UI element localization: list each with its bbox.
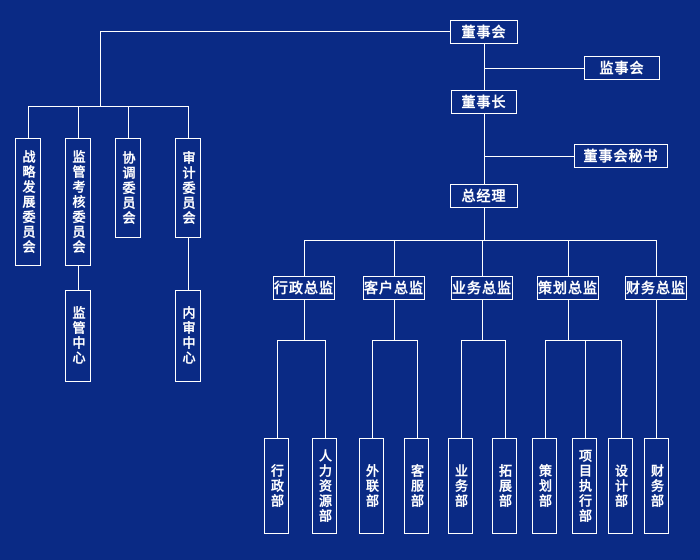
- node-audit-committee: 审计委员会: [175, 138, 201, 238]
- connector-line: [656, 300, 657, 438]
- connector-line: [482, 300, 483, 341]
- connector-line: [304, 240, 305, 276]
- connector-line: [188, 238, 189, 290]
- connector-line: [28, 106, 29, 138]
- node-finance-director: 财务总监: [625, 276, 687, 300]
- node-project-exec-dept: 项目执行部: [572, 438, 597, 534]
- connector-line: [656, 240, 657, 276]
- connector-line: [484, 44, 485, 90]
- connector-line: [505, 340, 506, 438]
- connector-line: [482, 240, 483, 276]
- connector-line: [100, 31, 101, 107]
- connector-line: [372, 340, 418, 341]
- connector-line: [372, 340, 373, 438]
- connector-line: [461, 340, 506, 341]
- node-hr-dept: 人力资源部: [312, 438, 337, 534]
- node-general-manager: 总经理: [450, 184, 518, 208]
- node-chairman: 董事长: [451, 90, 517, 114]
- node-supervision-center: 监管中心: [65, 290, 91, 382]
- node-business-dept: 业务部: [448, 438, 473, 534]
- node-supervision-committee: 监管考核委员会: [65, 138, 91, 266]
- node-board: 董事会: [450, 20, 518, 44]
- connector-line: [78, 266, 79, 290]
- connector-line: [568, 300, 569, 341]
- connector-line: [484, 68, 584, 69]
- node-planning-director: 策划总监: [537, 276, 599, 300]
- node-design-dept: 设计部: [608, 438, 633, 534]
- connector-line: [277, 340, 326, 341]
- node-admin-director: 行政总监: [273, 276, 335, 300]
- node-strategy-committee: 战略发展委员会: [15, 138, 41, 266]
- node-admin-dept: 行政部: [264, 438, 289, 534]
- connector-line: [394, 240, 395, 276]
- node-external-dept: 外联部: [359, 438, 384, 534]
- node-business-director: 业务总监: [451, 276, 513, 300]
- connector-line: [484, 156, 574, 157]
- connector-line: [417, 340, 418, 438]
- connector-line: [128, 106, 129, 138]
- connector-line: [568, 240, 569, 276]
- node-planning-dept: 策划部: [532, 438, 557, 534]
- connector-line: [325, 340, 326, 438]
- node-finance-dept: 财务部: [644, 438, 669, 534]
- connector-line: [394, 300, 395, 341]
- connector-line: [545, 340, 622, 341]
- node-customer-director: 客户总监: [363, 276, 425, 300]
- connector-line: [304, 240, 657, 241]
- node-service-dept: 客服部: [404, 438, 429, 534]
- connector-line: [304, 300, 305, 341]
- node-board-secretary: 董事会秘书: [574, 144, 668, 168]
- node-expansion-dept: 拓展部: [492, 438, 517, 534]
- connector-line: [28, 106, 189, 107]
- connector-line: [621, 340, 622, 438]
- connector-line: [277, 340, 278, 438]
- connector-line: [461, 340, 462, 438]
- node-supervisory-board: 监事会: [584, 56, 660, 80]
- connector-line: [545, 340, 546, 438]
- connector-line: [484, 208, 485, 241]
- connector-line: [78, 106, 79, 138]
- node-coordination-committee: 协调委员会: [115, 138, 141, 238]
- node-internal-audit-center: 内审中心: [175, 290, 201, 382]
- connector-line: [100, 31, 451, 32]
- connector-line: [484, 114, 485, 184]
- connector-line: [188, 106, 189, 138]
- connector-line: [585, 340, 586, 438]
